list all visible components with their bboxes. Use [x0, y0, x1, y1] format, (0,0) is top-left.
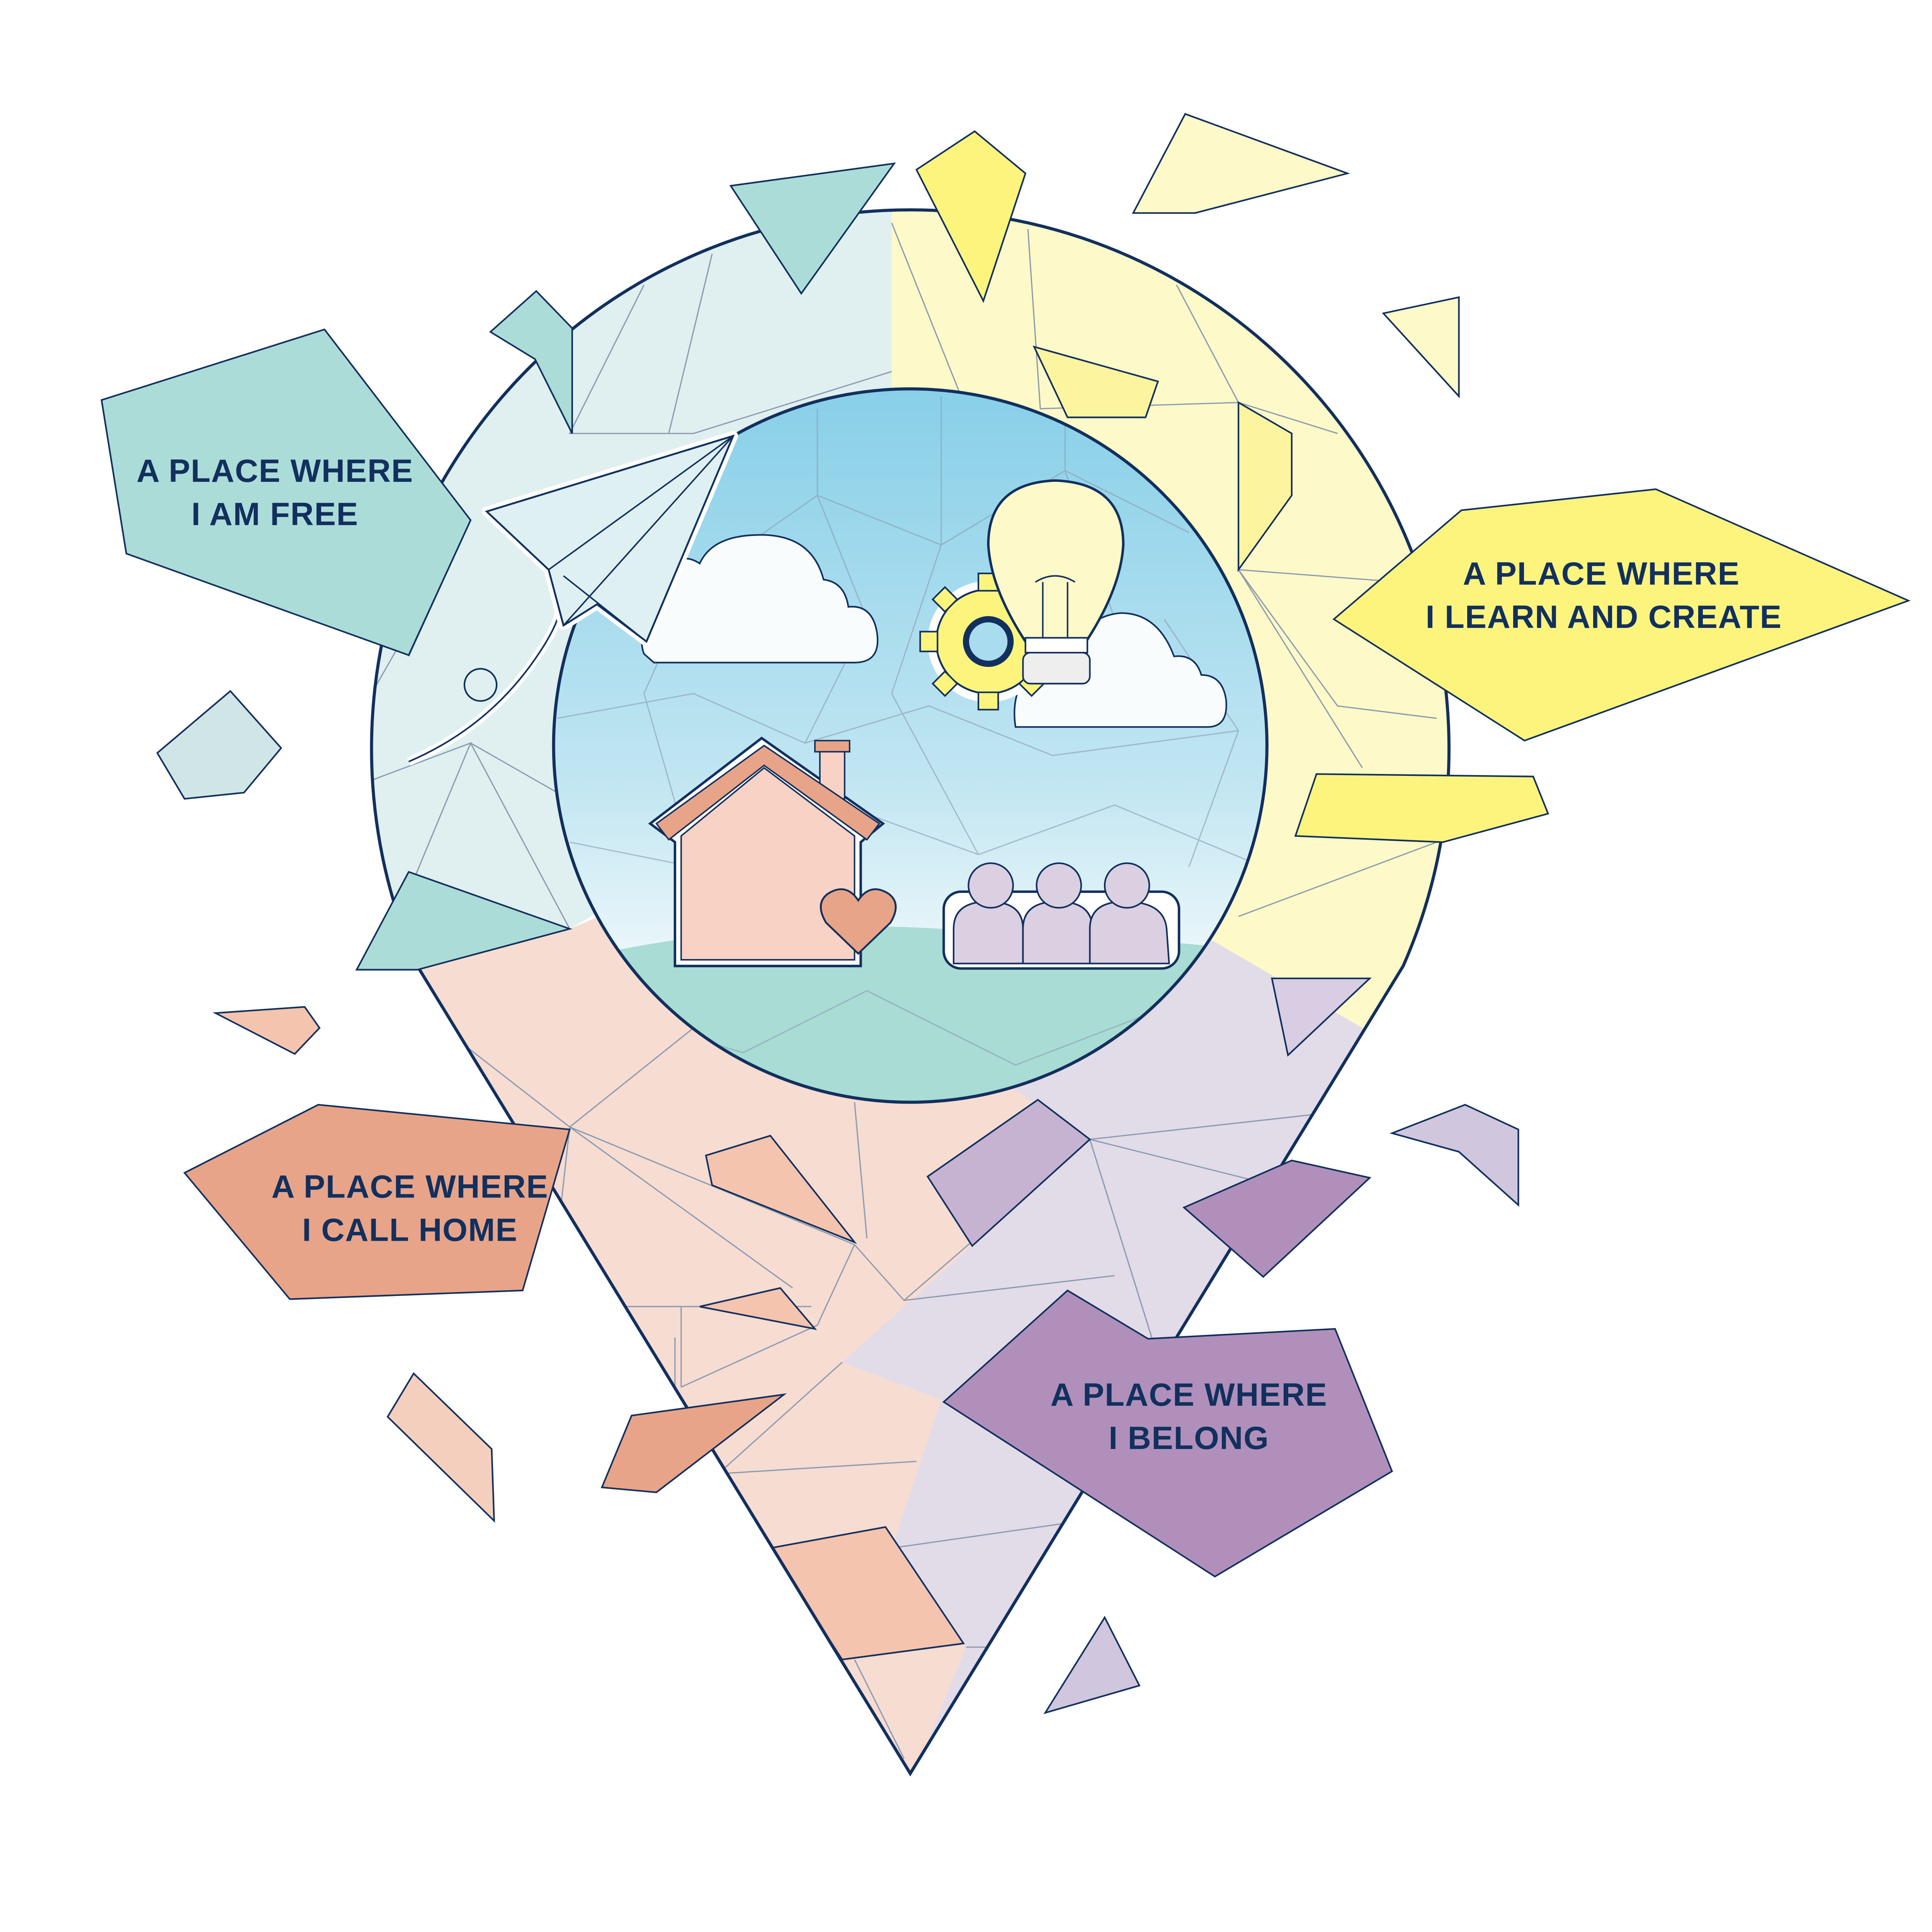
label-line: A PLACE WHERE [271, 1168, 548, 1204]
inner-circle-outline [552, 387, 1269, 1104]
label-line: A PLACE WHERE [1051, 1377, 1328, 1413]
people-icon [942, 862, 1180, 970]
label-line: I AM FREE [191, 496, 359, 532]
shard [699, 1287, 817, 1330]
shard [705, 1134, 857, 1244]
label-i-learn-and-create: A PLACE WHERE I LEARN AND CREATE [1332, 488, 1911, 742]
label-line: I BELONG [1109, 1420, 1269, 1456]
label-i-belong: A PLACE WHERE I BELONG [942, 1289, 1393, 1578]
shard [1032, 345, 1159, 418]
label-i-am-free: A PLACE WHERE I AM FREE [100, 328, 472, 656]
label-line: I LEARN AND CREATE [1425, 599, 1782, 635]
label-line: A PLACE WHERE [136, 453, 413, 489]
floating-shards [156, 113, 1549, 1714]
label-line: I CALL HOME [302, 1212, 518, 1248]
label-line: A PLACE WHERE [1463, 556, 1740, 592]
paper-plane-icon [407, 431, 738, 766]
shard [1238, 401, 1293, 572]
heart-icon [820, 888, 897, 955]
label-i-call-home: A PLACE WHERE I CALL HOME [183, 1104, 571, 1300]
lightbulb-icon [987, 479, 1125, 685]
